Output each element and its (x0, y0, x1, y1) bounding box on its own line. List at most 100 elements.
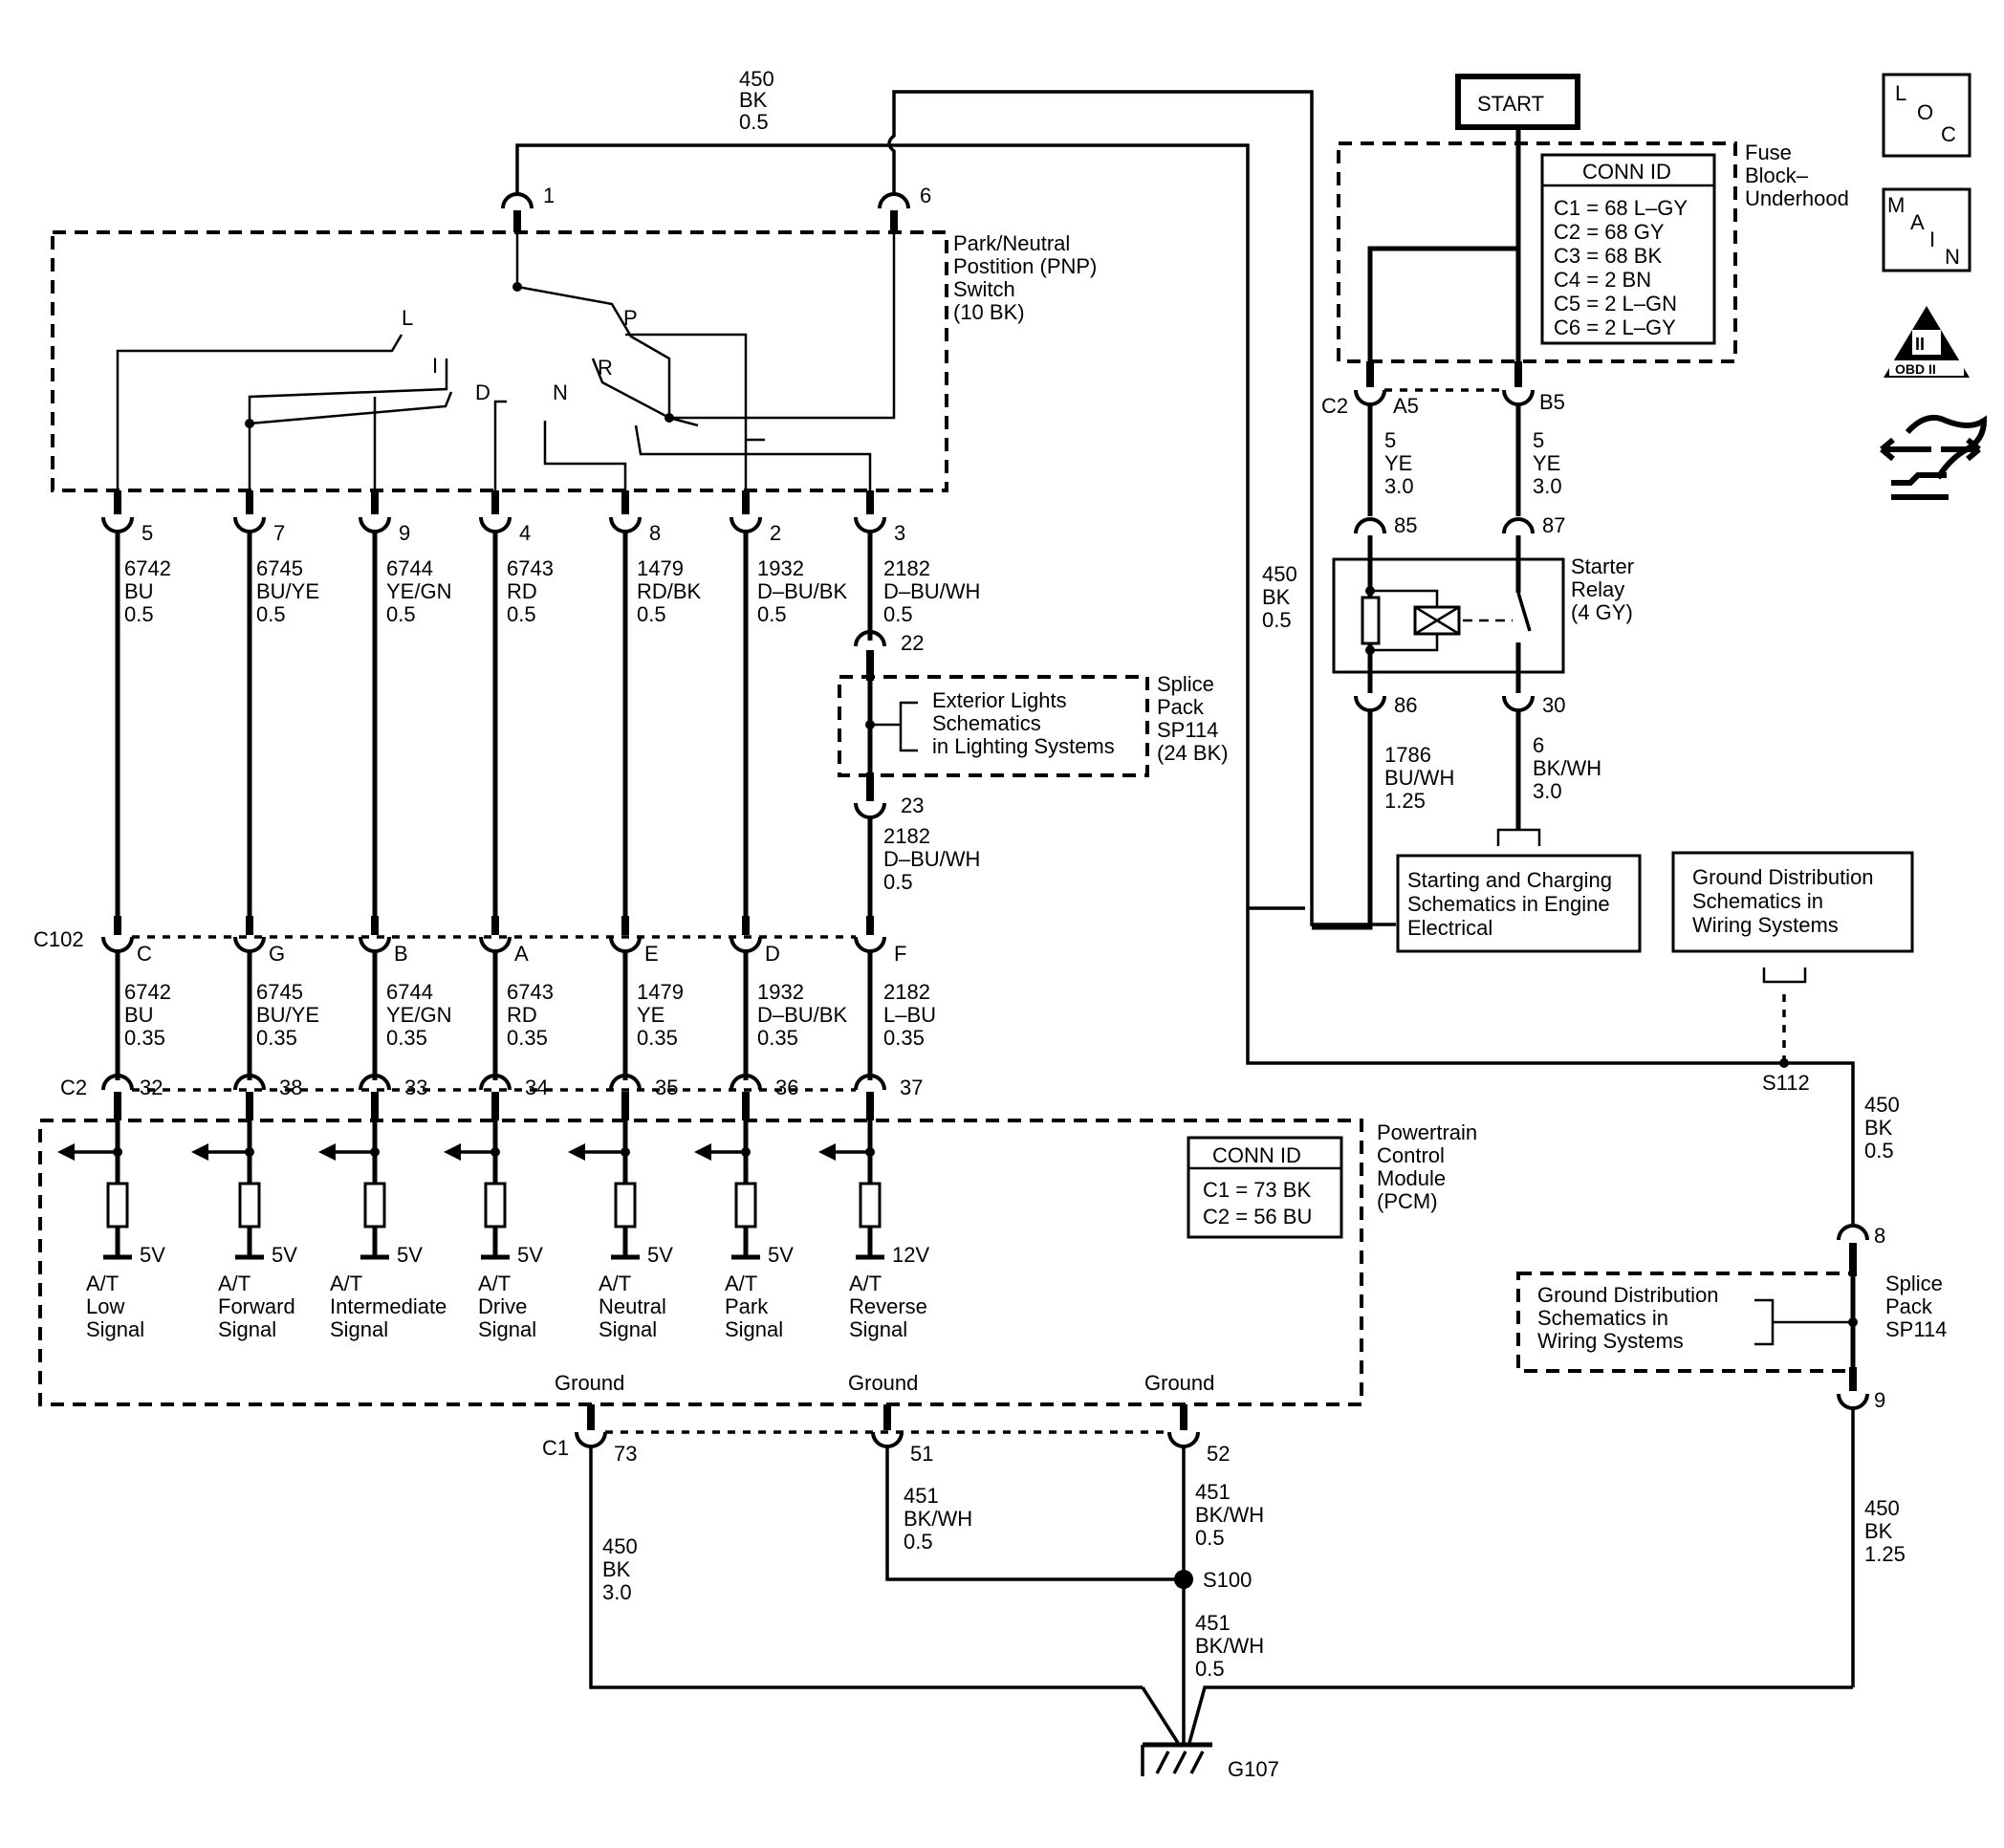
svg-text:6745: 6745 (256, 556, 303, 580)
svg-text:35: 35 (655, 1076, 678, 1099)
pnp-switch: 1 6 Park/Neutral Postition (PNP) Switch … (51, 184, 1097, 497)
svg-text:Intermediate: Intermediate (330, 1294, 447, 1318)
connector-c2-pcm: C2 32 38 33 34 35 36 37 (60, 1074, 923, 1120)
svg-text:87: 87 (1542, 513, 1565, 537)
svg-text:5V: 5V (272, 1243, 297, 1267)
pcm-module: Powertrain Control Module (PCM) CONN ID … (38, 1119, 1477, 1406)
svg-text:Pack: Pack (1885, 1294, 1933, 1318)
svg-text:C2: C2 (1321, 394, 1348, 418)
svg-text:O: O (1917, 100, 1933, 124)
svg-text:6744: 6744 (386, 980, 433, 1004)
svg-text:450: 450 (602, 1534, 638, 1558)
svg-text:32: 32 (140, 1076, 163, 1099)
svg-text:G: G (269, 942, 285, 966)
svg-text:A/T: A/T (599, 1272, 631, 1295)
svg-text:Control: Control (1377, 1143, 1445, 1167)
svg-text:BK: BK (602, 1557, 631, 1581)
svg-text:1.25: 1.25 (1864, 1542, 1906, 1566)
svg-text:1479: 1479 (637, 980, 684, 1004)
svg-text:Signal: Signal (478, 1317, 536, 1341)
svg-text:451: 451 (1195, 1611, 1231, 1635)
splice-pack-sp114-exterior: 22 Exterior Lights Schematics in Lightin… (838, 630, 1229, 918)
obd-ii-icon[interactable]: II OBD II (1884, 306, 1970, 378)
svg-text:D–BU/BK: D–BU/BK (757, 1003, 847, 1027)
svg-text:SP114: SP114 (1157, 718, 1218, 742)
svg-text:Wiring Systems: Wiring Systems (1537, 1329, 1684, 1353)
svg-text:C6 = 2 L–GY: C6 = 2 L–GY (1554, 315, 1676, 339)
svg-text:85: 85 (1394, 513, 1417, 537)
svg-text:C1: C1 (542, 1436, 569, 1460)
svg-text:1: 1 (543, 184, 555, 207)
svg-text:C5 = 2 L–GN: C5 = 2 L–GN (1554, 292, 1677, 315)
svg-text:C4 = 2 BN: C4 = 2 BN (1554, 268, 1651, 292)
svg-text:86: 86 (1394, 693, 1417, 717)
svg-text:L–BU: L–BU (883, 1003, 936, 1027)
svg-text:BK/WH: BK/WH (1195, 1634, 1264, 1658)
svg-text:451: 451 (1195, 1480, 1231, 1504)
svg-text:Powertrain: Powertrain (1377, 1120, 1477, 1144)
loc-icon[interactable]: L O C (1882, 73, 1971, 158)
wrench-arrows-icon[interactable] (1880, 415, 1988, 500)
svg-text:450: 450 (1262, 562, 1297, 586)
svg-text:1786: 1786 (1384, 743, 1431, 767)
svg-text:6: 6 (1533, 733, 1544, 757)
svg-text:Ground: Ground (848, 1371, 918, 1395)
svg-text:2182: 2182 (883, 980, 930, 1004)
svg-text:451: 451 (904, 1484, 939, 1508)
svg-text:6744: 6744 (386, 556, 433, 580)
svg-text:0.35: 0.35 (386, 1026, 427, 1050)
svg-text:Schematics: Schematics (932, 711, 1041, 735)
svg-text:Electrical: Electrical (1407, 916, 1492, 940)
svg-text:D–BU/BK: D–BU/BK (757, 579, 847, 603)
svg-text:5: 5 (1384, 428, 1396, 452)
svg-text:36: 36 (775, 1076, 798, 1099)
svg-text:6: 6 (920, 184, 931, 207)
svg-text:0.5: 0.5 (883, 870, 913, 894)
svg-text:0.5: 0.5 (1262, 608, 1292, 632)
svg-text:B: B (394, 942, 408, 966)
svg-text:(10 BK): (10 BK) (953, 300, 1025, 324)
svg-text:5V: 5V (397, 1243, 423, 1267)
svg-text:BK/WH: BK/WH (1195, 1503, 1264, 1527)
s112-branch: S112 450 BK 0.5 (1246, 908, 1900, 1224)
c102-pins: C G B A E D F (101, 916, 906, 966)
svg-text:Signal: Signal (725, 1317, 783, 1341)
svg-text:23: 23 (901, 794, 924, 817)
svg-text:Low: Low (86, 1294, 124, 1318)
svg-text:I: I (432, 354, 438, 378)
svg-text:3.0: 3.0 (1533, 474, 1562, 498)
signal-wire-neutral: 8 1479 RD/BK 0.5 (609, 490, 702, 918)
svg-text:D–BU/WH: D–BU/WH (883, 579, 980, 603)
starter-relay: 85 87 Starter Relay (4 GY) 86 30 1786 BU… (1312, 513, 1634, 930)
svg-text:C1 = 73 BK: C1 = 73 BK (1203, 1178, 1311, 1202)
svg-text:Signal: Signal (599, 1317, 657, 1341)
svg-text:S100: S100 (1203, 1568, 1252, 1592)
svg-text:D: D (475, 380, 490, 404)
ground-symbol-g107: G107 (1141, 1742, 1279, 1781)
svg-text:C1 = 68 L–GY: C1 = 68 L–GY (1554, 196, 1688, 220)
svg-text:START: START (1477, 92, 1544, 116)
svg-text:BK/WH: BK/WH (904, 1507, 972, 1531)
svg-text:Module: Module (1377, 1166, 1446, 1190)
svg-text:RD: RD (507, 1003, 537, 1027)
connector-c102: C102 (33, 927, 856, 951)
svg-text:Starter: Starter (1571, 554, 1634, 578)
svg-text:4: 4 (519, 521, 531, 545)
svg-text:E: E (644, 942, 659, 966)
svg-text:in Lighting Systems: in Lighting Systems (932, 734, 1115, 758)
svg-text:F: F (894, 942, 906, 966)
svg-text:1932: 1932 (757, 980, 804, 1004)
svg-text:II: II (1915, 335, 1925, 354)
svg-text:Starting and Charging: Starting and Charging (1407, 868, 1612, 892)
pcm-conn-id-table: CONN ID C1 = 73 BK C2 = 56 BU (1187, 1136, 1343, 1239)
main-icon[interactable]: M A I N (1882, 187, 1971, 272)
svg-text:0.5: 0.5 (1864, 1139, 1894, 1163)
svg-text:C102: C102 (33, 927, 84, 951)
svg-text:C: C (137, 942, 152, 966)
svg-text:3.0: 3.0 (602, 1580, 632, 1604)
svg-text:450: 450 (1864, 1093, 1900, 1117)
svg-text:Schematics in: Schematics in (1537, 1306, 1668, 1330)
svg-text:Signal: Signal (86, 1317, 144, 1341)
svg-text:0.5: 0.5 (1195, 1657, 1225, 1681)
